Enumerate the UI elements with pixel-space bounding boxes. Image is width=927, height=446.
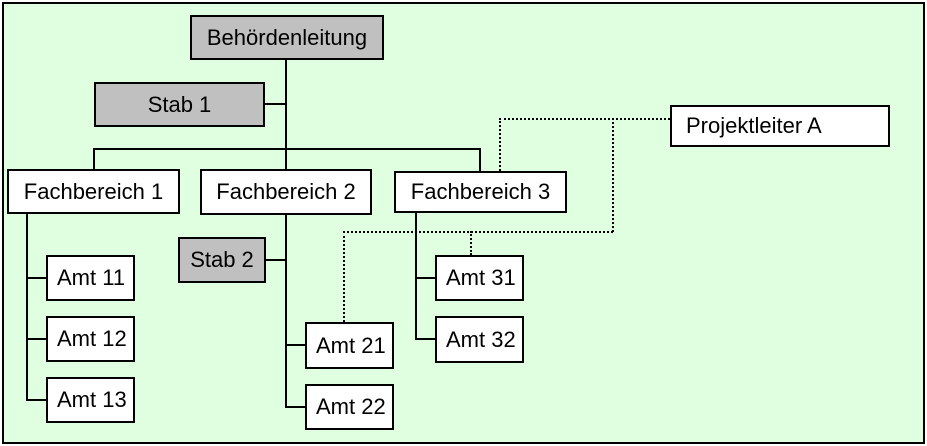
dotted-amt-row-horizontal (343, 231, 613, 233)
node-amt32: Amt 32 (435, 316, 524, 363)
connector-stab1 (265, 103, 286, 105)
node-behoerdenleitung: Behördenleitung (190, 15, 384, 60)
connector-stub-fachbereich3 (479, 148, 481, 173)
connector-fachbereich1-trunk (26, 213, 28, 401)
connector-fachbereich2-trunk (285, 215, 287, 407)
node-amt22: Amt 22 (305, 384, 394, 430)
connector-stab2 (266, 259, 285, 261)
dotted-drop-amt31 (470, 231, 472, 255)
node-stab1: Stab 1 (94, 82, 265, 127)
node-projektleiter-a: Projektleiter A (670, 105, 890, 147)
connector-fachbereiche-distribution (93, 148, 481, 150)
connector-fachbereich3-trunk (415, 213, 417, 340)
connector-stub-amt22 (285, 406, 305, 408)
dotted-drop-fachbereich3 (499, 118, 501, 171)
node-stab2: Stab 2 (178, 237, 266, 283)
node-fachbereich3: Fachbereich 3 (394, 171, 567, 213)
node-fachbereich2: Fachbereich 2 (200, 169, 372, 215)
connector-stub-amt12 (26, 338, 48, 340)
node-amt12: Amt 12 (46, 316, 135, 362)
dotted-projektleiter-horizontal (499, 118, 670, 120)
connector-stub-amt21 (285, 344, 305, 346)
node-amt13: Amt 13 (46, 377, 135, 423)
connector-stub-amt32 (415, 338, 435, 340)
node-amt21: Amt 21 (305, 322, 394, 369)
connector-behoerdenleitung-trunk (285, 60, 287, 170)
node-amt31: Amt 31 (435, 255, 524, 301)
node-fachbereich1: Fachbereich 1 (7, 169, 180, 214)
dotted-drop-to-amt-row (612, 118, 614, 232)
connector-stub-amt11 (26, 277, 48, 279)
connector-stub-fachbereich1 (93, 148, 95, 171)
node-amt11: Amt 11 (46, 255, 135, 301)
connector-stub-amt31 (415, 277, 435, 279)
connector-stub-amt13 (26, 399, 48, 401)
dotted-drop-amt21 (343, 231, 345, 322)
